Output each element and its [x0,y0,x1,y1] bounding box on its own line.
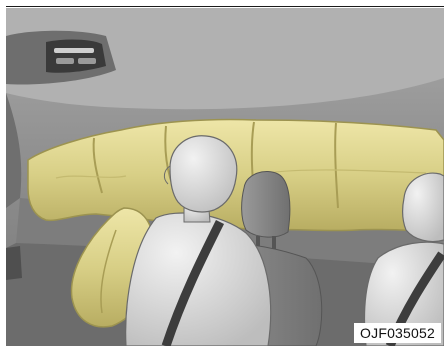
door-handle [6,246,22,280]
image-code-label: OJF035052 [354,323,441,343]
airbag-illustration [6,8,444,346]
vehicle-interior-scene [6,8,444,346]
top-divider [6,6,444,7]
